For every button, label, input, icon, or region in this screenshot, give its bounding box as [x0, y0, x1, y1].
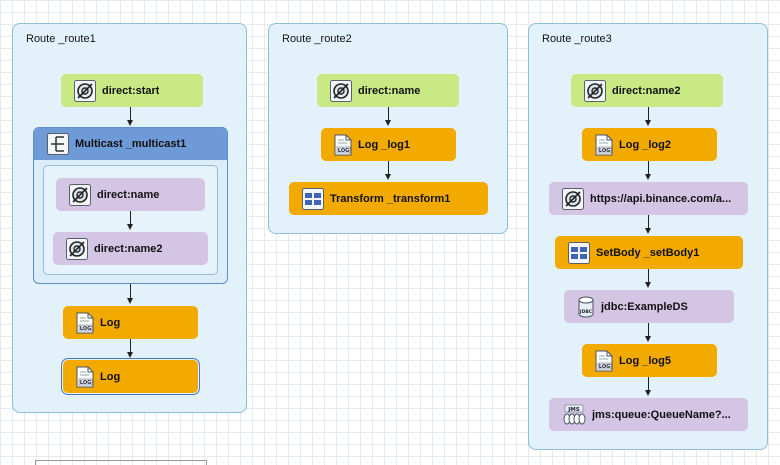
node-label: direct:name2: [94, 242, 163, 255]
route1-from-node[interactable]: direct:start: [61, 74, 203, 107]
bottom-panel-edge: [35, 460, 207, 465]
endpoint-icon: [69, 184, 91, 206]
node-label: Log: [100, 370, 121, 383]
route2-from-node[interactable]: direct:name: [317, 74, 459, 107]
jms-icon: [562, 404, 586, 426]
endpoint-icon: [584, 80, 606, 102]
node-label: Log: [100, 316, 121, 329]
route2-transform-node[interactable]: Transform _transform1: [289, 182, 488, 215]
multicast-icon: [47, 133, 69, 155]
node-label: jdbc:ExampleDS: [601, 300, 688, 313]
multicast-child-direct-name[interactable]: direct:name: [56, 178, 205, 211]
connector-arrow: [645, 282, 651, 288]
route3-http-endpoint-node[interactable]: https://api.binance.com/a...: [549, 182, 748, 215]
route1-log-node-1[interactable]: Log: [63, 306, 198, 339]
connector: [648, 377, 649, 391]
endpoint-icon: [330, 80, 352, 102]
route-title: Route _route3: [542, 33, 612, 45]
connector-arrow: [127, 224, 133, 230]
connector: [130, 107, 131, 121]
log-icon: [334, 134, 352, 156]
connector: [388, 107, 389, 121]
database-icon: [577, 296, 595, 318]
route3-log-node-5[interactable]: Log _log5: [582, 344, 717, 377]
node-label: direct:name2: [612, 84, 681, 97]
connector: [648, 161, 649, 175]
route2-log-node[interactable]: Log _log1: [321, 128, 456, 161]
connector: [130, 284, 131, 299]
node-label: Multicast _multicast1: [75, 138, 187, 150]
transform-icon: [302, 188, 324, 210]
node-label: jms:queue:QueueName?...: [592, 408, 731, 421]
connector-arrow: [127, 298, 133, 304]
log-icon: [76, 312, 94, 334]
route3-from-node[interactable]: direct:name2: [571, 74, 723, 107]
connector-arrow: [645, 390, 651, 396]
connector: [388, 161, 389, 175]
connector: [648, 323, 649, 337]
connector-arrow: [645, 336, 651, 342]
multicast-header[interactable]: Multicast _multicast1: [34, 128, 227, 160]
node-label: Log _log5: [619, 354, 671, 367]
connector: [130, 211, 131, 225]
route-title: Route _route1: [26, 33, 96, 45]
connector-arrow: [645, 174, 651, 180]
node-label: direct:name: [358, 84, 421, 97]
node-label: direct:start: [102, 84, 160, 97]
route3-jdbc-node[interactable]: jdbc:ExampleDS: [564, 290, 734, 323]
endpoint-icon: [74, 80, 96, 102]
connector-arrow: [385, 120, 391, 126]
connector-arrow: [127, 352, 133, 358]
connector-arrow: [127, 120, 133, 126]
node-label: SetBody _setBody1: [596, 246, 700, 259]
connector: [130, 339, 131, 353]
node-label: Log _log2: [619, 138, 671, 151]
log-icon: [595, 350, 613, 372]
connector: [648, 269, 649, 283]
endpoint-icon: [562, 188, 584, 210]
node-label: Transform _transform1: [330, 192, 451, 205]
connector-arrow: [645, 228, 651, 234]
connector: [648, 215, 649, 229]
node-label: direct:name: [97, 188, 160, 201]
route1-log-node-2[interactable]: Log: [61, 358, 200, 395]
route3-log-node-1[interactable]: Log _log2: [582, 128, 717, 161]
node-label: Log _log1: [358, 138, 410, 151]
node-label: https://api.binance.com/a...: [590, 192, 732, 205]
transform-icon: [568, 242, 590, 264]
log-icon: [76, 366, 94, 388]
log-icon: [595, 134, 613, 156]
route3-jms-node[interactable]: jms:queue:QueueName?...: [549, 398, 748, 431]
route-title: Route _route2: [282, 33, 352, 45]
route3-setbody-node[interactable]: SetBody _setBody1: [555, 236, 743, 269]
connector: [648, 107, 649, 121]
connector-arrow: [645, 120, 651, 126]
connector-arrow: [385, 174, 391, 180]
multicast-child-direct-name2[interactable]: direct:name2: [53, 232, 208, 265]
endpoint-icon: [66, 238, 88, 260]
